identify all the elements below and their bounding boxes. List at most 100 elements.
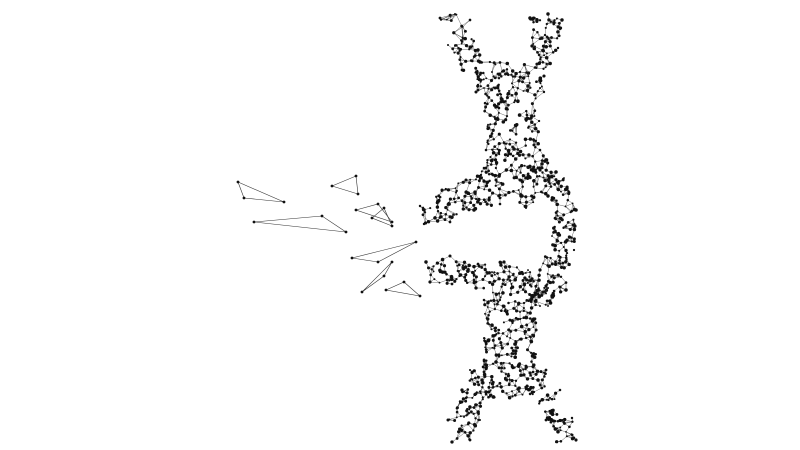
mesh-node [505, 96, 509, 100]
mesh-node [538, 37, 542, 41]
mesh-node [497, 142, 501, 146]
mesh-node [521, 80, 524, 84]
mesh-node [446, 208, 449, 211]
mesh-node [501, 282, 505, 286]
mesh-node [514, 141, 518, 144]
mesh-node [524, 195, 528, 199]
mesh-node [510, 355, 513, 358]
mesh-node [513, 157, 518, 161]
mesh-node [544, 372, 547, 375]
mesh-node [544, 303, 547, 306]
mesh-node [522, 309, 526, 313]
mesh-node [490, 132, 494, 135]
mesh-node [497, 337, 501, 341]
mesh-node [528, 311, 532, 315]
mesh-node [484, 342, 488, 346]
mesh-node [523, 276, 527, 280]
mesh-node [496, 272, 499, 275]
mesh-node [531, 169, 536, 173]
mesh-node [545, 52, 548, 55]
mesh-node [532, 280, 535, 283]
mesh-edge [509, 139, 517, 143]
mesh-node [433, 216, 437, 220]
mesh-node [500, 370, 503, 373]
mesh-node [491, 158, 494, 161]
mesh-node [506, 353, 509, 356]
mesh-node [528, 16, 532, 20]
mesh-node [559, 262, 562, 265]
mesh-node [493, 344, 497, 347]
mesh-node [483, 101, 487, 105]
mesh-node [529, 317, 532, 320]
mesh-node [538, 402, 541, 405]
mesh-edge [447, 209, 457, 215]
mesh-node [503, 309, 507, 313]
mesh-node [559, 184, 563, 189]
mesh-node [490, 381, 495, 386]
fragment-node [390, 220, 394, 224]
mesh-node [538, 19, 542, 22]
mesh-node [491, 271, 493, 273]
mesh-node [443, 218, 447, 222]
mesh-node [452, 213, 455, 216]
mesh-node [486, 306, 489, 308]
mesh-edge [487, 139, 494, 143]
mesh-node [499, 97, 503, 101]
mesh-node [484, 346, 487, 349]
mesh-node [530, 294, 534, 298]
mesh-node [493, 327, 497, 330]
mesh-node [490, 328, 493, 331]
mesh-node [507, 265, 512, 269]
mesh-node [506, 309, 509, 312]
mesh-node [513, 75, 517, 78]
mesh-node [527, 75, 530, 78]
mesh-node [471, 396, 474, 399]
mesh-node [472, 406, 476, 409]
mesh-node [502, 361, 505, 364]
mesh-node [448, 254, 452, 258]
mesh-node [514, 175, 518, 180]
mesh-node [529, 374, 532, 377]
mesh-node [532, 334, 536, 337]
mesh-node [518, 285, 522, 289]
mesh-node [469, 178, 472, 181]
mesh-node [543, 286, 546, 289]
mesh-node [480, 265, 484, 269]
mesh-node [528, 371, 532, 375]
mesh-node [519, 317, 522, 321]
mesh-edge [440, 13, 456, 20]
mesh-node [538, 60, 542, 64]
mesh-node [511, 75, 515, 78]
mesh-node [558, 259, 561, 262]
mesh-node [502, 321, 505, 324]
mesh-node [476, 88, 480, 92]
mesh-node [458, 273, 463, 277]
mesh-node [472, 39, 476, 43]
mesh-node [564, 260, 568, 264]
mesh-node [518, 149, 523, 154]
mesh-edge [535, 91, 539, 99]
mesh-node [541, 61, 545, 64]
mesh-node [468, 18, 472, 22]
mesh-node [511, 85, 515, 89]
mesh-node [551, 419, 555, 423]
mesh-node [479, 85, 482, 88]
fragment-triangle [237, 181, 285, 203]
mesh-node [529, 306, 534, 310]
mesh-node [527, 153, 531, 157]
mesh-node [553, 182, 557, 186]
mesh-node [460, 24, 464, 28]
mesh-node [562, 266, 566, 270]
mesh-node [466, 413, 469, 416]
mesh-node [439, 211, 443, 215]
mesh-node [487, 396, 490, 399]
mesh-node [491, 151, 496, 155]
mesh-node [472, 382, 477, 386]
mesh-node [486, 338, 491, 342]
mesh-node [501, 332, 505, 335]
mesh-node [500, 344, 503, 347]
mesh-node [428, 280, 432, 284]
mesh-node [554, 211, 558, 214]
mesh-node [536, 142, 540, 146]
